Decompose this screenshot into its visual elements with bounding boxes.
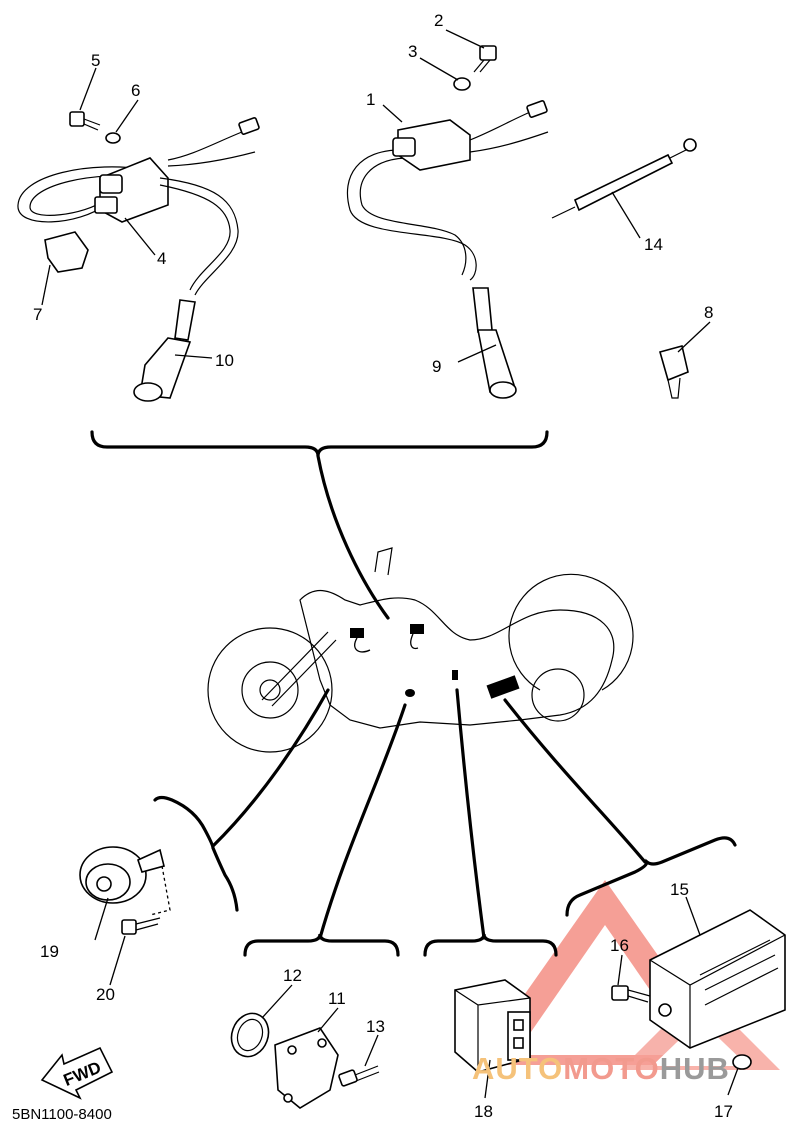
- callout-7: 7: [33, 305, 42, 324]
- callout-2: 2: [434, 11, 443, 30]
- callout-8: 8: [704, 303, 713, 322]
- callout-5: 5: [91, 51, 100, 70]
- callout-10: 10: [215, 351, 234, 370]
- drawing-code: 5BN1100-8400: [12, 1106, 112, 1123]
- watermark-part2: MOTO: [563, 1051, 659, 1086]
- forward-direction-arrow: FWD: [40, 1046, 114, 1100]
- callout-17: 17: [714, 1102, 733, 1121]
- group-bracket-18: [423, 933, 558, 957]
- sensor-group: [230, 1012, 380, 1109]
- group-bracket-11-13: [243, 933, 400, 957]
- callout-19: 19: [40, 942, 59, 961]
- callout-14: 14: [644, 235, 663, 254]
- callout-6: 6: [131, 81, 140, 100]
- motorcycle-silhouette: [207, 547, 634, 753]
- callout-4: 4: [157, 249, 166, 268]
- watermark-part3: HUB: [660, 1051, 730, 1086]
- callout-18: 18: [474, 1102, 493, 1121]
- callout-9: 9: [432, 357, 441, 376]
- callout-11: 11: [328, 989, 346, 1008]
- ignition-coil-group: [17, 45, 697, 457]
- callout-12: 12: [283, 966, 302, 985]
- callout-16: 16: [610, 936, 629, 955]
- group-leader-lines: [211, 454, 647, 940]
- horn-group: [79, 795, 239, 935]
- relay-group: [454, 979, 531, 1073]
- callout-leaders: [41, 29, 739, 1099]
- callout-1: 1: [366, 90, 375, 109]
- group-bracket-15-17: [565, 836, 737, 917]
- callout-20: 20: [96, 985, 115, 1004]
- callout-15: 15: [670, 880, 689, 899]
- watermark-part1: AUTO: [472, 1051, 563, 1086]
- callout-3: 3: [408, 42, 417, 61]
- callout-13: 13: [366, 1017, 385, 1036]
- regulator-group: [611, 909, 786, 1070]
- watermark-text: AUTOMOTOHUB: [472, 1051, 730, 1086]
- callout-numbers: 1 2 3 4 5 6 7 8 9 10 11 12 13 14 15 16 1…: [33, 11, 733, 1121]
